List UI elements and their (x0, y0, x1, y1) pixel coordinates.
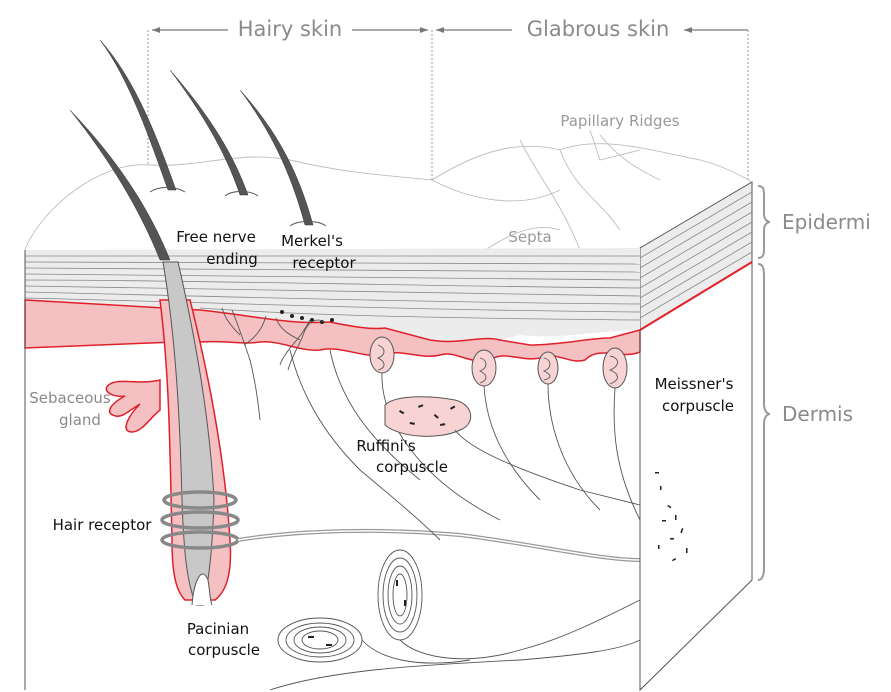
ruffini-corpuscle-label-line2: corpuscle (376, 458, 448, 476)
dermis-label: Dermis (782, 402, 853, 426)
meissner-corpuscle-label-line1: Meissner's (655, 375, 734, 393)
free-nerve-ending-label-line2: ending (206, 250, 257, 268)
sebaceous-gland (106, 380, 160, 432)
ruffini-corpuscle (385, 397, 640, 505)
hair-shafts-surface (70, 40, 313, 260)
hair-receptor-nerve (238, 531, 640, 560)
pacinian-corpuscle-label-line2: corpuscle (188, 641, 260, 659)
merkel-receptor-label-line2: receptor (292, 254, 356, 272)
epidermis-label: Epidermi (782, 210, 871, 234)
free-nerve-ending-label-line1: Free nerve (176, 228, 256, 246)
septa-label: Septa (508, 228, 551, 246)
block-bottom-curve (270, 640, 640, 690)
merkel-receptor-label-line1: Merkel's (281, 232, 343, 250)
layer-brackets (758, 186, 770, 580)
skin-type-dimension-lines (148, 27, 748, 182)
hair-receptor-label: Hair receptor (53, 516, 153, 534)
glabrous-skin-label: Glabrous skin (527, 17, 670, 41)
pacinian-corpuscle-label-line1: Pacinian (187, 620, 249, 638)
papillary-ridges-label: Papillary Ridges (560, 112, 679, 130)
sebaceous-gland-label-line1: Sebaceous (29, 389, 111, 407)
hairy-skin-label: Hairy skin (238, 17, 342, 41)
block-right-face (640, 262, 752, 690)
meissner-corpuscle-label-line2: corpuscle (662, 397, 734, 415)
sebaceous-gland-label-line2: gland (59, 411, 101, 429)
pacinian-corpuscles (278, 550, 640, 663)
ruffini-corpuscle-label-line1: Ruffini's (356, 437, 416, 455)
